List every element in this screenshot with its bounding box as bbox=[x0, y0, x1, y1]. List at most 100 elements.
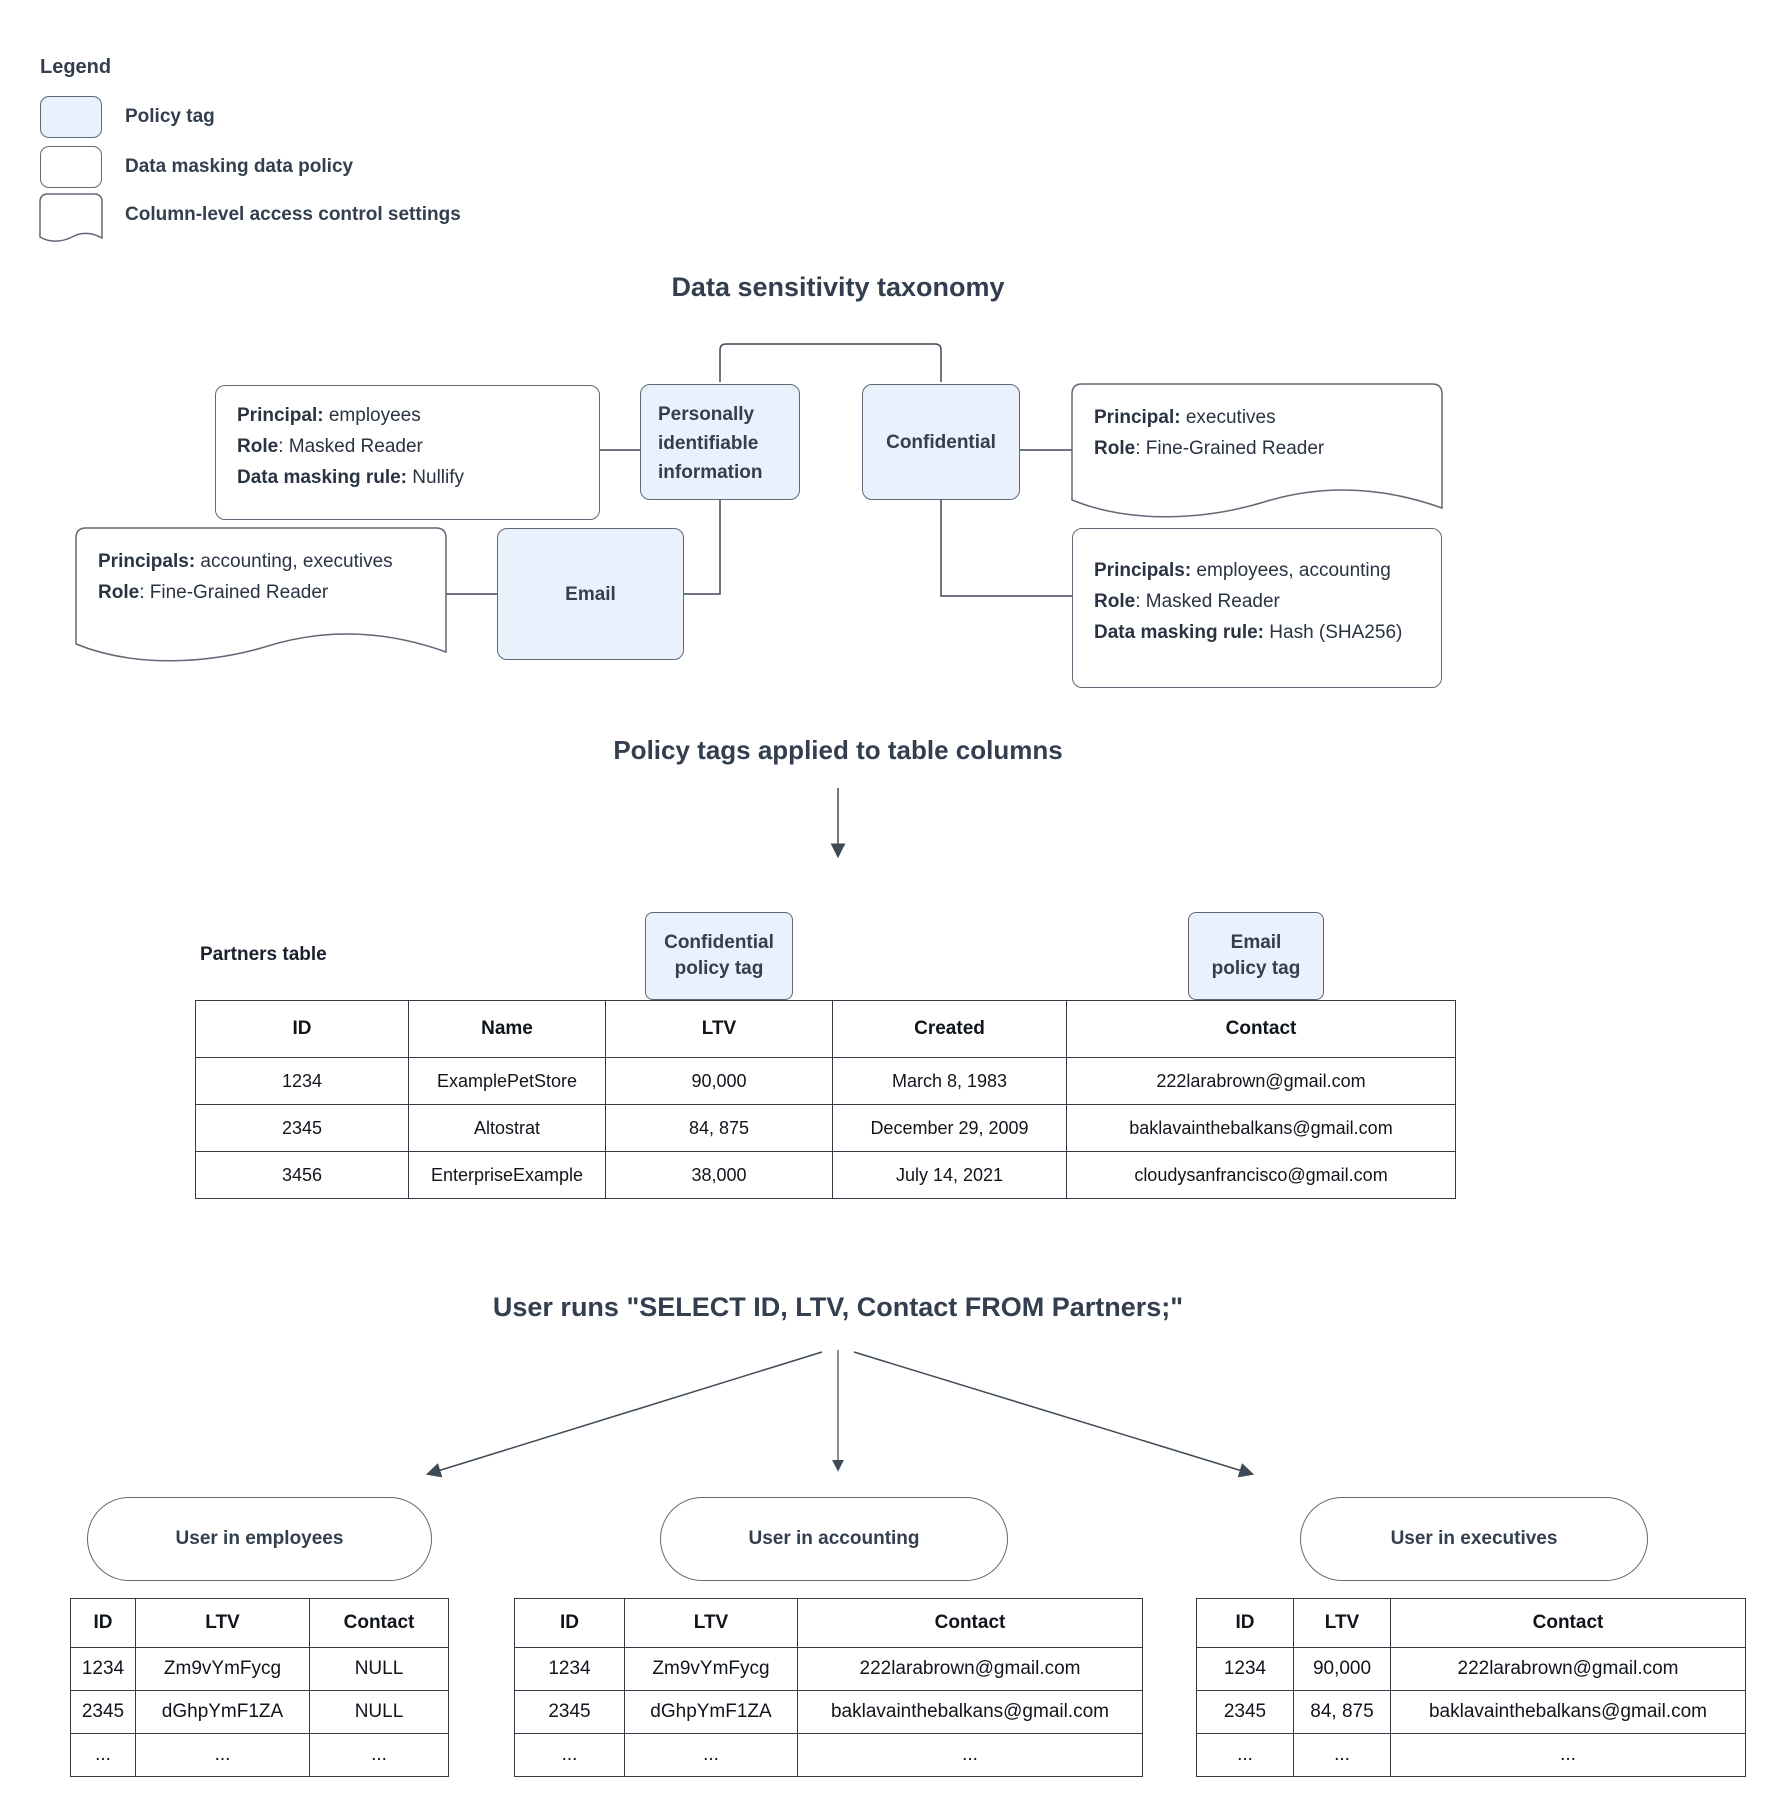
oval-user-in-accounting: User in accounting bbox=[660, 1497, 1008, 1581]
table-cell: 2345 bbox=[514, 1690, 625, 1734]
table-cell: ... bbox=[1196, 1733, 1294, 1777]
policy-line: Principal: executives bbox=[1094, 407, 1276, 428]
table-cell: dGhpYmF1ZA bbox=[624, 1690, 798, 1734]
confidential-to-hash-connector bbox=[940, 500, 1072, 597]
oval-label: User in executives bbox=[1390, 1528, 1558, 1549]
table-cell: ... bbox=[514, 1733, 625, 1777]
policy-line: Role: Fine-Grained Reader bbox=[1094, 438, 1325, 459]
column-header: ID bbox=[1196, 1598, 1294, 1648]
table-cell: EnterpriseExample bbox=[408, 1151, 606, 1199]
legend-item-access-control: Column-level access control settings bbox=[125, 204, 461, 225]
table-cell: 1234 bbox=[70, 1647, 136, 1691]
oval-label: User in accounting bbox=[748, 1528, 920, 1549]
pii-label: Personally identifiable information bbox=[658, 404, 763, 483]
data-masking-policy-swatch bbox=[40, 146, 102, 188]
table-cell: 84, 875 bbox=[605, 1104, 833, 1152]
confidential-access-control-doc: Principal: executives Role: Fine-Grained… bbox=[1071, 383, 1443, 530]
table-cell: baklavainthebalkans@gmail.com bbox=[1066, 1104, 1456, 1152]
policy-line: Principals: employees, accounting bbox=[1094, 560, 1391, 581]
table-cell: December 29, 2009 bbox=[832, 1104, 1067, 1152]
column-header: ID bbox=[514, 1598, 625, 1648]
taxonomy-title: Data sensitivity taxonomy bbox=[671, 272, 1005, 302]
policy-line: Principal: employees bbox=[237, 405, 421, 426]
table-cell: NULL bbox=[309, 1690, 449, 1734]
table-cell: 2345 bbox=[70, 1690, 136, 1734]
table-cell: 1234 bbox=[1196, 1647, 1294, 1691]
confidential-policy-tag-node: Confidential bbox=[862, 384, 1020, 500]
table-cell: baklavainthebalkans@gmail.com bbox=[1390, 1690, 1746, 1734]
table-cell: 1234 bbox=[514, 1647, 625, 1691]
document-shape bbox=[75, 527, 447, 662]
legend-item-policy-tag: Policy tag bbox=[125, 106, 215, 127]
confidential-access-text: Principal: executives Role: Fine-Grained… bbox=[1094, 402, 1324, 464]
policy-section-title: Policy tags applied to table columns bbox=[613, 735, 1063, 765]
policy-tag-swatch bbox=[40, 96, 102, 138]
table-row: ......... bbox=[1196, 1733, 1746, 1777]
table-cell: ... bbox=[624, 1733, 798, 1777]
table-cell: ... bbox=[135, 1733, 310, 1777]
tag-line: Confidential bbox=[664, 932, 774, 953]
policy-line: Role: Masked Reader bbox=[1094, 591, 1280, 612]
table-cell: NULL bbox=[309, 1647, 449, 1691]
table-cell: 222larabrown@gmail.com bbox=[797, 1647, 1143, 1691]
tag-line: policy tag bbox=[674, 958, 764, 979]
column-header: LTV bbox=[624, 1598, 798, 1648]
column-header: Name bbox=[408, 1000, 606, 1058]
hash-data-policy-box bbox=[1072, 528, 1442, 688]
column-access-control-swatch bbox=[39, 193, 103, 246]
column-header: Contact bbox=[797, 1598, 1143, 1648]
nullify-data-policy-text: Principal: employees Role: Masked Reader… bbox=[237, 400, 464, 493]
email-label: Email bbox=[565, 583, 616, 605]
policy-line: Principals: accounting, executives bbox=[98, 551, 393, 572]
table-cell: cloudysanfrancisco@gmail.com bbox=[1066, 1151, 1456, 1199]
tag-line: Email bbox=[1230, 932, 1282, 953]
confidential-label: Confidential bbox=[886, 431, 996, 453]
email-access-control-doc: Principals: accounting, executives Role:… bbox=[75, 527, 447, 674]
policy-line: Role: Fine-Grained Reader bbox=[98, 582, 329, 603]
table-cell: Altostrat bbox=[408, 1104, 606, 1152]
table-cell: ... bbox=[797, 1733, 1143, 1777]
table-row: ......... bbox=[514, 1733, 1143, 1777]
column-header: LTV bbox=[135, 1598, 310, 1648]
policy-line: Role: Masked Reader bbox=[237, 436, 423, 457]
table-cell: July 14, 2021 bbox=[832, 1151, 1067, 1199]
oval-user-in-employees: User in employees bbox=[87, 1497, 432, 1581]
oval-label: User in employees bbox=[175, 1528, 344, 1549]
email-policy-tag-node: Email bbox=[497, 528, 684, 660]
oval-user-in-executives: User in executives bbox=[1300, 1497, 1648, 1581]
column-header: LTV bbox=[1293, 1598, 1391, 1648]
table-cell: 90,000 bbox=[1293, 1647, 1391, 1691]
table-cell: 3456 bbox=[195, 1151, 409, 1199]
document-shape bbox=[1071, 383, 1443, 518]
query-section-title: User runs "SELECT ID, LTV, Contact FROM … bbox=[492, 1292, 1184, 1322]
column-header: Contact bbox=[1390, 1598, 1746, 1648]
table-cell: 38,000 bbox=[605, 1151, 833, 1199]
document-shape bbox=[39, 193, 103, 242]
table-cell: 2345 bbox=[195, 1104, 409, 1152]
legend-title: Legend bbox=[40, 56, 112, 78]
column-header: Contact bbox=[309, 1598, 449, 1648]
pii-to-email-connector bbox=[684, 500, 721, 595]
column-header: Contact bbox=[1066, 1000, 1456, 1058]
table-cell: Zm9vYmFycg bbox=[135, 1647, 310, 1691]
table-cell: ... bbox=[70, 1733, 136, 1777]
table-cell: 90,000 bbox=[605, 1057, 833, 1105]
table-cell: Zm9vYmFycg bbox=[624, 1647, 798, 1691]
confidential-policy-tag-callout: Confidential policy tag bbox=[645, 912, 793, 1000]
tag-line: policy tag bbox=[1211, 958, 1301, 979]
